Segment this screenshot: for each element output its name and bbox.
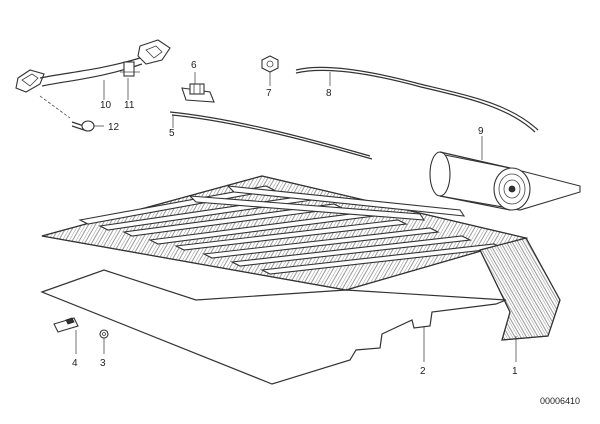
seal-strip-part	[295, 66, 539, 131]
label-12: 12	[108, 122, 120, 133]
floor-panel-part	[41, 175, 529, 291]
label-10: 10	[100, 100, 112, 111]
bracket-part	[181, 83, 215, 103]
clip-part	[261, 55, 279, 73]
label-11: 11	[124, 100, 135, 111]
small-clip-part	[53, 317, 79, 333]
label-5: 5	[169, 128, 175, 139]
bolt-part	[39, 95, 95, 132]
label-9: 9	[478, 126, 484, 137]
label-3: 3	[100, 358, 106, 369]
nut-part	[99, 329, 109, 339]
label-4: 4	[72, 358, 78, 369]
side-trim-part	[479, 237, 561, 341]
roller-cover-part	[429, 151, 581, 211]
label-1: 1	[512, 366, 518, 377]
label-2: 2	[420, 366, 426, 377]
label-7: 7	[266, 88, 272, 99]
label-6: 6	[191, 60, 197, 71]
lower-mat-part	[40, 269, 507, 385]
strap-handle-part	[15, 39, 171, 93]
drawing-code: 00006410	[540, 396, 580, 406]
rod-part	[169, 111, 371, 157]
label-8: 8	[326, 88, 332, 99]
